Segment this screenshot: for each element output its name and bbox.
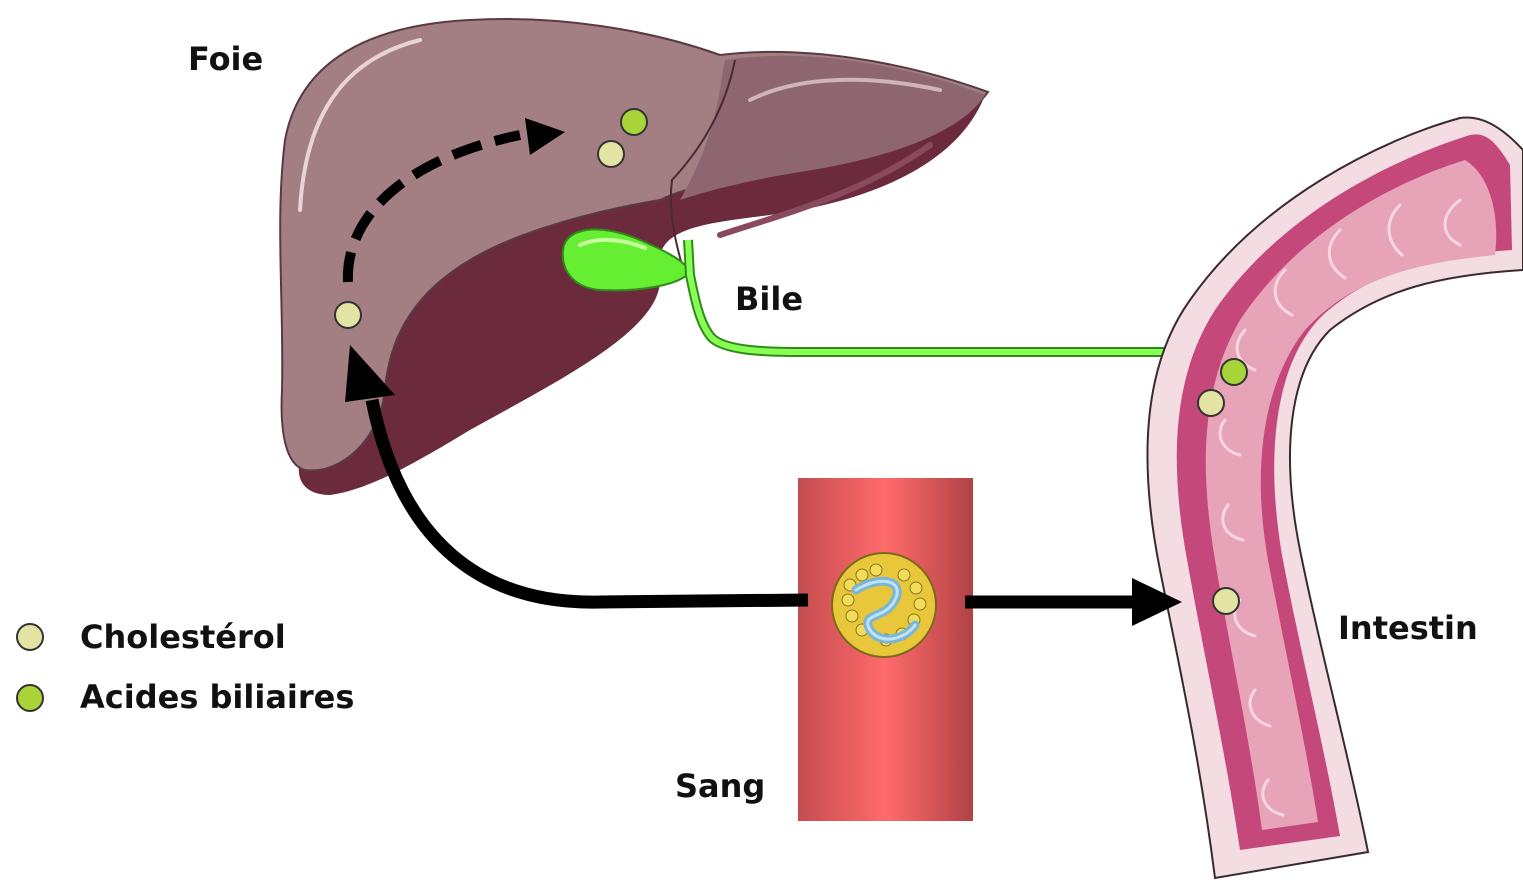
label-liver: Foie — [188, 40, 263, 78]
legend-bile-acid-swatch — [17, 685, 43, 711]
lipoprotein-particle — [832, 553, 936, 657]
cholesterol-dot-intestine — [1198, 390, 1224, 416]
cholesterol-dot-liver — [335, 302, 361, 328]
cholesterol-dot-liver-2 — [598, 141, 624, 167]
legend-cholesterol-label: Cholestérol — [80, 618, 286, 656]
bile-acid-dot-intestine — [1221, 359, 1247, 385]
cholesterol-dot-intestine-2 — [1213, 588, 1239, 614]
legend-bile-acid-label: Acides biliaires — [80, 678, 354, 716]
intestine — [1148, 117, 1523, 878]
label-bile: Bile — [735, 280, 803, 318]
legend-cholesterol-swatch — [17, 624, 43, 650]
label-intestine: Intestin — [1338, 609, 1478, 647]
label-blood: Sang — [675, 767, 765, 805]
legend: Cholestérol Acides biliaires — [17, 618, 354, 716]
bile-acid-dot-liver — [621, 109, 647, 135]
